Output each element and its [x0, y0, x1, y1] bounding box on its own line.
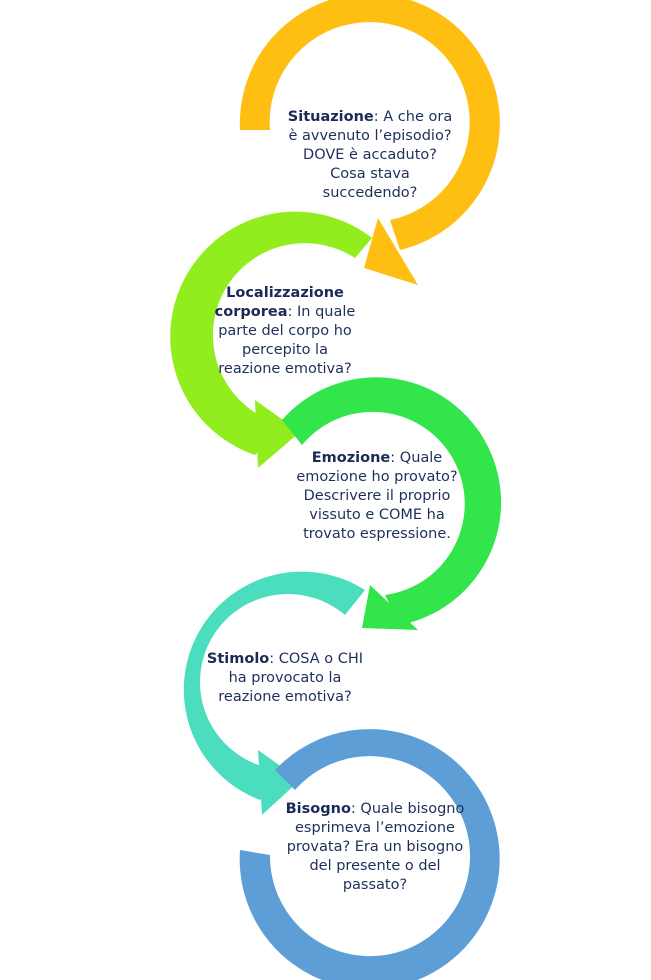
step-4-body: : COSA o CHI ha provocato la reazione em…	[218, 651, 364, 705]
step-3-arrowhead	[362, 585, 418, 630]
step-1-arrow	[239, 0, 500, 285]
step-1-title: Situazione	[287, 109, 374, 125]
step-2-text: Localizzazione corporea: In quale parte …	[210, 284, 360, 379]
step-3-title: Emozione	[311, 450, 391, 466]
step-4-arrow	[183, 571, 365, 815]
step-2-body: : In quale parte del corpo ho percepito …	[218, 304, 356, 377]
step-5-title: Bisogno	[285, 801, 351, 817]
step-3-body: : Quale emozione ho provato? Descrivere …	[296, 450, 458, 542]
step-1-arrowhead	[364, 218, 418, 285]
step-1-text: Situazione: A che ora è avvenuto l’episo…	[285, 108, 455, 203]
step-4-title: Stimolo	[206, 651, 270, 667]
step-2-ring	[170, 211, 372, 455]
step-1-body: : A che ora è avvenuto l’episodio? DOVE …	[288, 109, 453, 201]
step-5-body: : Quale bisogno esprimeva l’emozione pro…	[286, 801, 465, 893]
step-2-arrowhead	[255, 400, 300, 468]
step-2-title: Localizzazione corporea	[214, 285, 344, 320]
step-3-text: Emozione: Quale emozione ho provato? Des…	[292, 449, 462, 544]
step-2-arrow	[170, 211, 372, 468]
step-3-ring	[282, 377, 502, 625]
step-4-text: Stimolo: COSA o CHI ha provocato la reaz…	[200, 650, 370, 707]
step-3-arrow	[282, 377, 502, 630]
step-4-arrowhead	[258, 750, 300, 815]
step-5-text: Bisogno: Quale bisogno esprimeva l’emozi…	[285, 800, 465, 895]
step-4-ring	[183, 571, 365, 800]
